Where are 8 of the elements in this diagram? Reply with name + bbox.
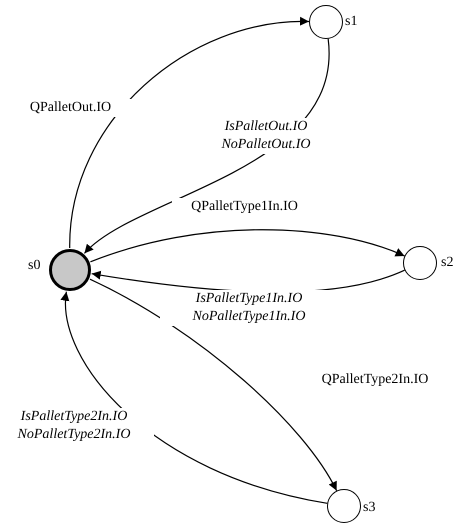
state-label: s0 [28, 258, 40, 274]
transition-arrow [62, 292, 328, 504]
state-label: s1 [345, 14, 358, 30]
state-label: s3 [363, 500, 376, 516]
transition-arrow [69, 17, 310, 248]
transition-arrow [90, 229, 405, 262]
state-label: s2 [441, 255, 454, 271]
transition-arrow [90, 278, 338, 491]
